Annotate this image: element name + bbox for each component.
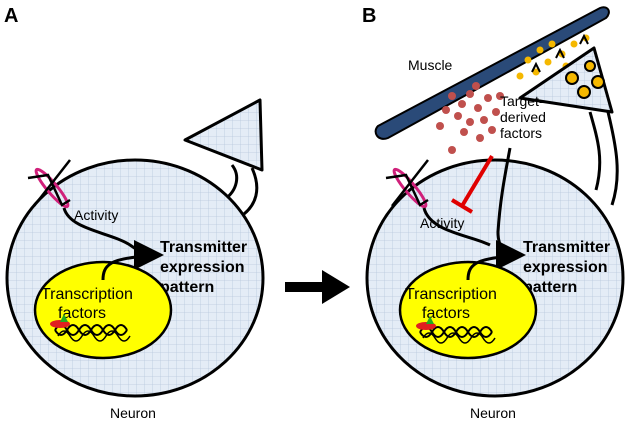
panel-a-nuclear-arrow xyxy=(101,254,151,281)
panel-a-letter: A xyxy=(4,5,18,27)
panel-b: B Muscle xyxy=(362,5,625,421)
panel-a-activity-arrow xyxy=(62,207,164,270)
panel-b-nuclear-arrow xyxy=(466,254,516,281)
panel-b-transmitter-line1: Transmitter xyxy=(523,239,610,256)
panel-b-receptors-icon xyxy=(531,33,589,73)
panel-b-neuron-label: Neuron xyxy=(470,405,516,421)
panel-b-muscle xyxy=(374,6,610,140)
panel-b-inhibition-arrow-icon xyxy=(450,154,494,214)
panel-b-activity-arrow xyxy=(422,207,491,247)
transition-arrow-icon xyxy=(285,270,350,304)
panel-b-terminal xyxy=(518,46,619,206)
panel-a: A Activity Transmitter expression patter… xyxy=(4,5,265,421)
panel-a-transmitter-line2: expression xyxy=(160,259,244,276)
panel-b-factor-dots xyxy=(436,82,504,154)
panel-a-dna-icon xyxy=(50,314,131,342)
panel-a-activity-label: Activity xyxy=(74,207,118,223)
panel-b-transcription-line2: factors xyxy=(422,305,470,322)
panel-b-activity-label: Activity xyxy=(420,215,464,231)
panel-a-neuron-label: Neuron xyxy=(110,405,156,421)
panel-b-factors-line2: derived xyxy=(500,109,546,125)
panel-a-ion-channel-icon xyxy=(27,159,71,209)
panel-b-letter: B xyxy=(362,5,376,27)
panel-b-transmitter-line3: pattern xyxy=(523,279,577,296)
panel-b-dna-icon xyxy=(416,316,496,344)
panel-b-transmitter-line2: expression xyxy=(523,259,607,276)
panel-b-muscle-label: Muscle xyxy=(408,57,453,73)
panel-b-factors-line3: factors xyxy=(500,125,542,141)
panel-b-ion-channel-icon xyxy=(385,159,429,209)
panel-a-terminal xyxy=(183,98,264,216)
panel-b-transcription-line1: Transcription xyxy=(405,286,497,303)
panel-b-factors-line1: Target- xyxy=(500,93,544,109)
panel-a-transmitter-line3: pattern xyxy=(160,279,214,296)
panel-a-transcription-line2: factors xyxy=(58,305,106,322)
panel-a-transcription-line1: Transcription xyxy=(41,286,133,303)
panel-b-signal-arrow xyxy=(495,147,526,270)
panel-a-transmitter-line1: Transmitter xyxy=(160,239,247,256)
